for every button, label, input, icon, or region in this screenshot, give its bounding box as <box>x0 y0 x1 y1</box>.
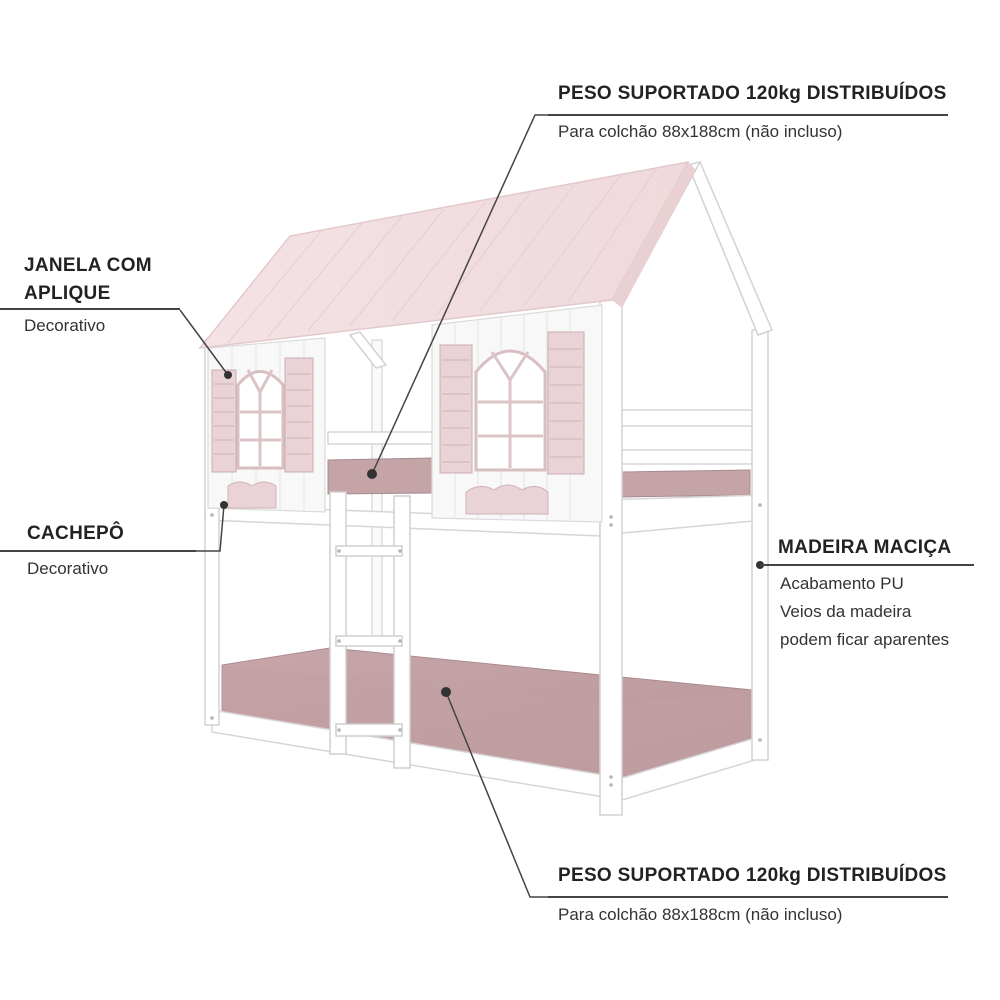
callout-top-title: PESO SUPORTADO 120kg DISTRIBUÍDOS <box>558 83 947 104</box>
callout-bottom-sub: Para colchão 88x188cm (não incluso) <box>558 905 843 924</box>
callout-bottom-rule <box>548 896 948 898</box>
callout-cachepo-sub: Decorativo <box>27 559 109 578</box>
callout-wood-title: MADEIRA MACIÇA <box>778 537 952 558</box>
leader-dots <box>220 371 764 697</box>
screw-dots <box>210 503 762 787</box>
callout-top-sub-wrap: Para colchão 88x188cm (não incluso) <box>558 118 842 146</box>
callout-cachepo-title: CACHEPÔ <box>27 523 125 544</box>
callout-window-sub-wrap: Decorativo <box>24 312 105 340</box>
left-cachepo <box>227 481 277 509</box>
callout-top-rule <box>548 114 948 116</box>
callout-wood-line-2: Veios da madeira <box>780 602 912 621</box>
callout-bottom-title: PESO SUPORTADO 120kg DISTRIBUÍDOS <box>558 865 947 886</box>
callout-wood: MADEIRA MACIÇA <box>778 534 951 562</box>
leader-lines <box>179 114 548 898</box>
callout-wood-line-1: Acabamento PU <box>780 574 904 593</box>
callout-cachepo: CACHEPÔ <box>27 520 124 548</box>
ladder <box>329 491 411 769</box>
right-window <box>439 331 585 475</box>
callout-window: JANELA COM APLIQUE <box>24 252 152 308</box>
callout-top: PESO SUPORTADO 120kg DISTRIBUÍDOS <box>558 80 947 108</box>
left-window <box>211 357 314 473</box>
roof <box>198 160 696 349</box>
callout-bottom-sub-wrap: Para colchão 88x188cm (não incluso) <box>558 901 842 929</box>
callout-top-sub: Para colchão 88x188cm (não incluso) <box>558 122 843 141</box>
callout-wood-rule <box>760 564 974 566</box>
callout-cachepo-sub-wrap: Decorativo <box>27 555 108 583</box>
inner-gable <box>348 331 388 369</box>
callout-window-rule <box>0 308 180 310</box>
right-cachepo <box>465 484 549 515</box>
callout-window-sub: Decorativo <box>24 316 106 335</box>
callout-cachepo-rule <box>0 550 196 552</box>
callout-wood-lines: Acabamento PU Veios da madeira podem fic… <box>780 570 949 654</box>
callout-bottom: PESO SUPORTADO 120kg DISTRIBUÍDOS <box>558 862 947 890</box>
callout-window-title-2: APLIQUE <box>24 283 111 304</box>
callout-window-title-1: JANELA COM <box>24 255 152 276</box>
callout-wood-line-3: podem ficar aparentes <box>780 630 950 649</box>
